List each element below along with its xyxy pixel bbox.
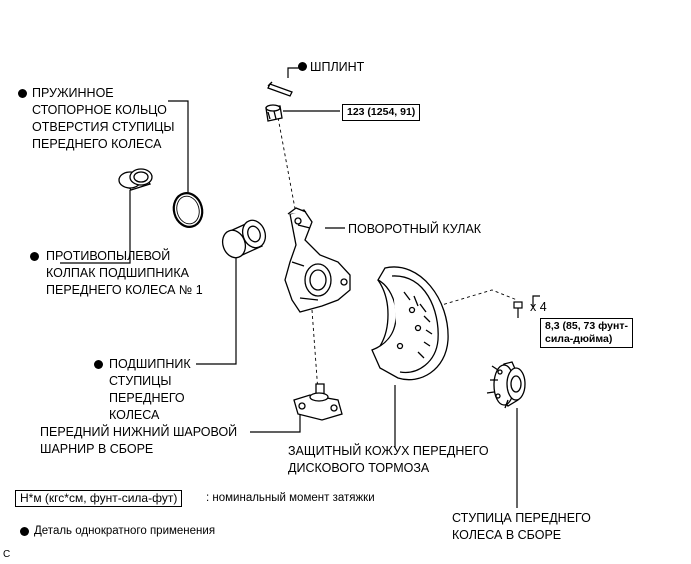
- leader-cotter-pin: [287, 67, 300, 78]
- dust-shield-icon: [371, 266, 449, 381]
- non-reusable-marker: [30, 252, 39, 261]
- wheel-hub-icon: [486, 361, 526, 409]
- label-knuckle: ПОВОРОТНЫЙ КУЛАК: [348, 222, 482, 236]
- cotter-pin-icon: [267, 81, 293, 97]
- torque-bolt: 8,3 (85, 73 фунт- сила-дюйма): [540, 318, 633, 348]
- castle-nut-icon: [265, 104, 283, 122]
- leader-bolt: [532, 295, 540, 307]
- non-reusable-marker: [18, 89, 27, 98]
- torque-nut: 123 (1254, 91): [342, 104, 421, 121]
- hub-bearing-icon: [221, 219, 267, 259]
- non-reusable-marker: [94, 360, 103, 369]
- corner-letter: C: [3, 549, 11, 560]
- legend-torque-units: Н*м (кгс*см, фунт-сила-фут): [15, 490, 183, 507]
- label-hub: СТУПИЦА ПЕРЕДНЕГО КОЛЕСА В СБОРЕ: [452, 511, 591, 542]
- leader-bearing: [196, 255, 237, 365]
- label-bolt-count: x 4: [530, 300, 547, 314]
- non-reusable-marker: [298, 62, 307, 71]
- label-bearing: ПОДШИПНИК СТУПИЦЫ ПЕРЕДНЕГО КОЛЕСА: [109, 357, 191, 422]
- legend-non-reusable-marker: [20, 527, 29, 536]
- label-snap-ring: ПРУЖИННОЕ СТОПОРНОЕ КОЛЬЦО ОТВЕРСТИЯ СТУ…: [32, 86, 175, 151]
- leader-dust-cover: [60, 190, 131, 264]
- snap-ring-icon: [172, 192, 204, 228]
- dash-axis-knuckle: [276, 111, 319, 393]
- legend-torque-desc: : номинальный момент затяжки: [206, 492, 375, 504]
- leader-ball-joint: [250, 405, 301, 433]
- label-dust-shield: ЗАЩИТНЫЙ КОЖУХ ПЕРЕДНЕГО ДИСКОВОГО ТОРМО…: [288, 444, 489, 475]
- label-cotter-pin: ШПЛИНТ: [310, 60, 365, 74]
- leader-snap-ring: [168, 100, 189, 192]
- legend-non-reusable: Деталь однократного применения: [34, 525, 216, 537]
- label-ball-joint: ПЕРЕДНИЙ НИЖНИЙ ШАРОВОЙ ШАРНИР В СБОРЕ: [40, 425, 238, 456]
- dust-cover-icon: [118, 168, 153, 191]
- ball-joint-icon: [293, 383, 343, 421]
- bolt-icon: [513, 301, 523, 318]
- steering-knuckle-icon: [284, 207, 351, 313]
- label-dust-cover: ПРОТИВОПЫЛЕВОЙ КОЛПАК ПОДШИПНИКА ПЕРЕДНЕ…: [46, 249, 203, 297]
